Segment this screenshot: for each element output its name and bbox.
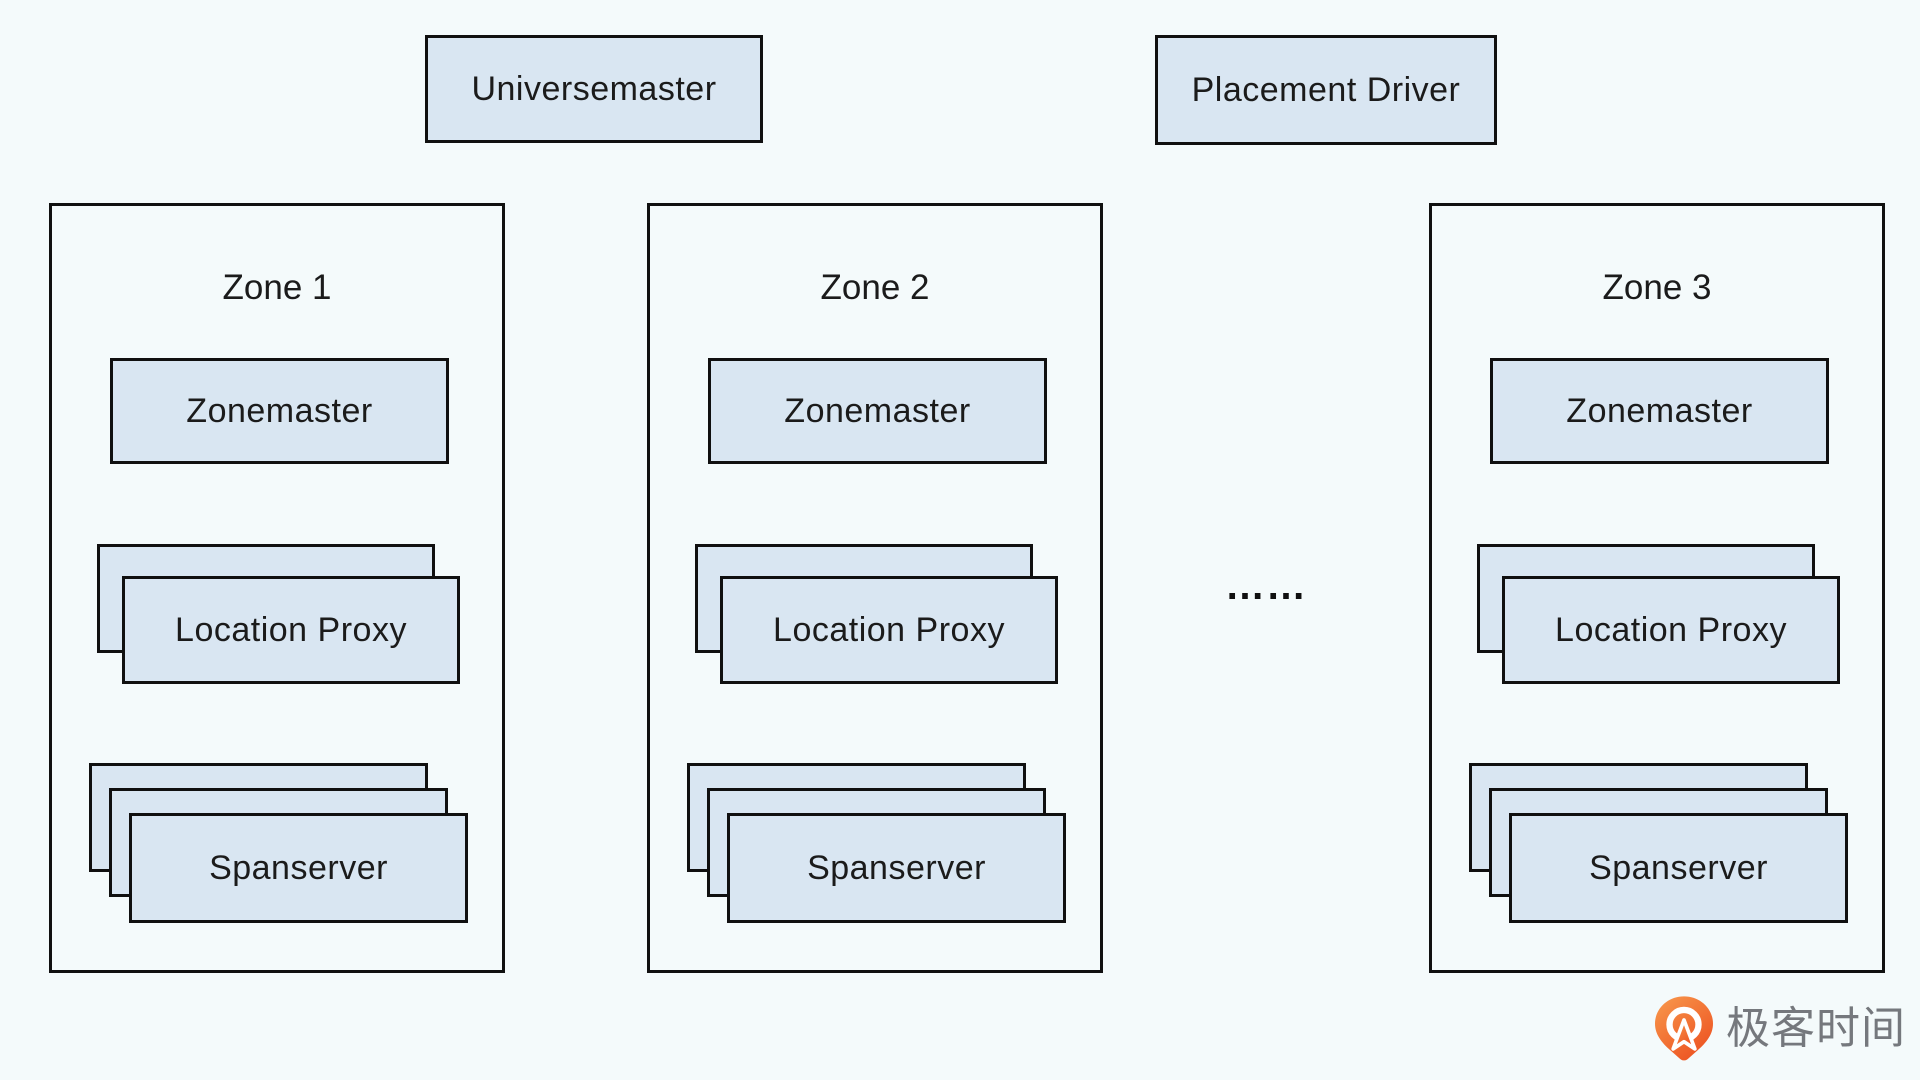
location-proxy-front-box: Location Proxy (1502, 576, 1840, 684)
geektime-brand-text: 极客时间 (1726, 1004, 1906, 1053)
zone-2-container: Zone 2 Zonemaster Location Proxy Spanser… (647, 203, 1103, 973)
location-proxy-label: Location Proxy (1555, 610, 1787, 649)
placement-driver-box: Placement Driver (1155, 35, 1497, 145)
universemaster-box: Universemaster (425, 35, 763, 143)
universemaster-label: Universemaster (471, 69, 717, 108)
placement-driver-label: Placement Driver (1191, 70, 1461, 109)
zone-2-zonemaster-box: Zonemaster (708, 358, 1047, 464)
geektime-logo: 极客时间 (1655, 994, 1906, 1064)
location-proxy-front-box: Location Proxy (122, 576, 460, 684)
location-proxy-label: Location Proxy (773, 610, 1005, 649)
zone-3-container: Zone 3 Zonemaster Location Proxy Spanser… (1429, 203, 1885, 973)
zone-3-title: Zone 3 (1602, 268, 1712, 307)
location-proxy-label: Location Proxy (175, 610, 407, 649)
zone-1-container: Zone 1 Zonemaster Location Proxy Spanser… (49, 203, 505, 973)
zonemaster-label: Zonemaster (784, 391, 971, 430)
zone-2-title: Zone 2 (820, 268, 930, 307)
zone-3-zonemaster-box: Zonemaster (1490, 358, 1829, 464)
spanserver-front-box: Spanserver (129, 813, 468, 923)
spanserver-front-box: Spanserver (1509, 813, 1848, 923)
location-proxy-front-box: Location Proxy (720, 576, 1058, 684)
spanserver-label: Spanserver (807, 848, 986, 887)
zonemaster-label: Zonemaster (1566, 391, 1753, 430)
spanserver-front-box: Spanserver (727, 813, 1066, 923)
ellipsis-dots: …… (1225, 564, 1307, 608)
geektime-pin-icon (1655, 996, 1713, 1061)
zone-1-zonemaster-box: Zonemaster (110, 358, 449, 464)
zonemaster-label: Zonemaster (186, 391, 373, 430)
zone-1-title: Zone 1 (222, 268, 332, 307)
spanserver-label: Spanserver (1589, 848, 1768, 887)
spanserver-label: Spanserver (209, 848, 388, 887)
